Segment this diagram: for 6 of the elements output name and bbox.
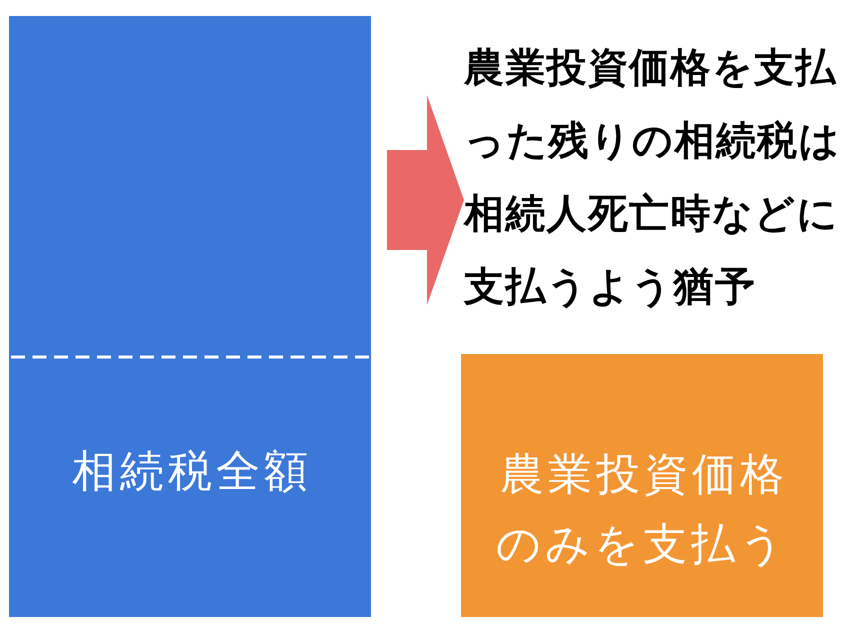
box-label: 相続税全額 (71, 445, 313, 499)
note-text: 農業投資価格を支払った残りの相続税は相続人死亡時などに支払うよう猶予 (464, 32, 848, 324)
box-label: 農業投資価格のみを支払う (495, 448, 789, 572)
arrow (387, 95, 464, 305)
box (461, 354, 823, 617)
box (9, 16, 371, 617)
